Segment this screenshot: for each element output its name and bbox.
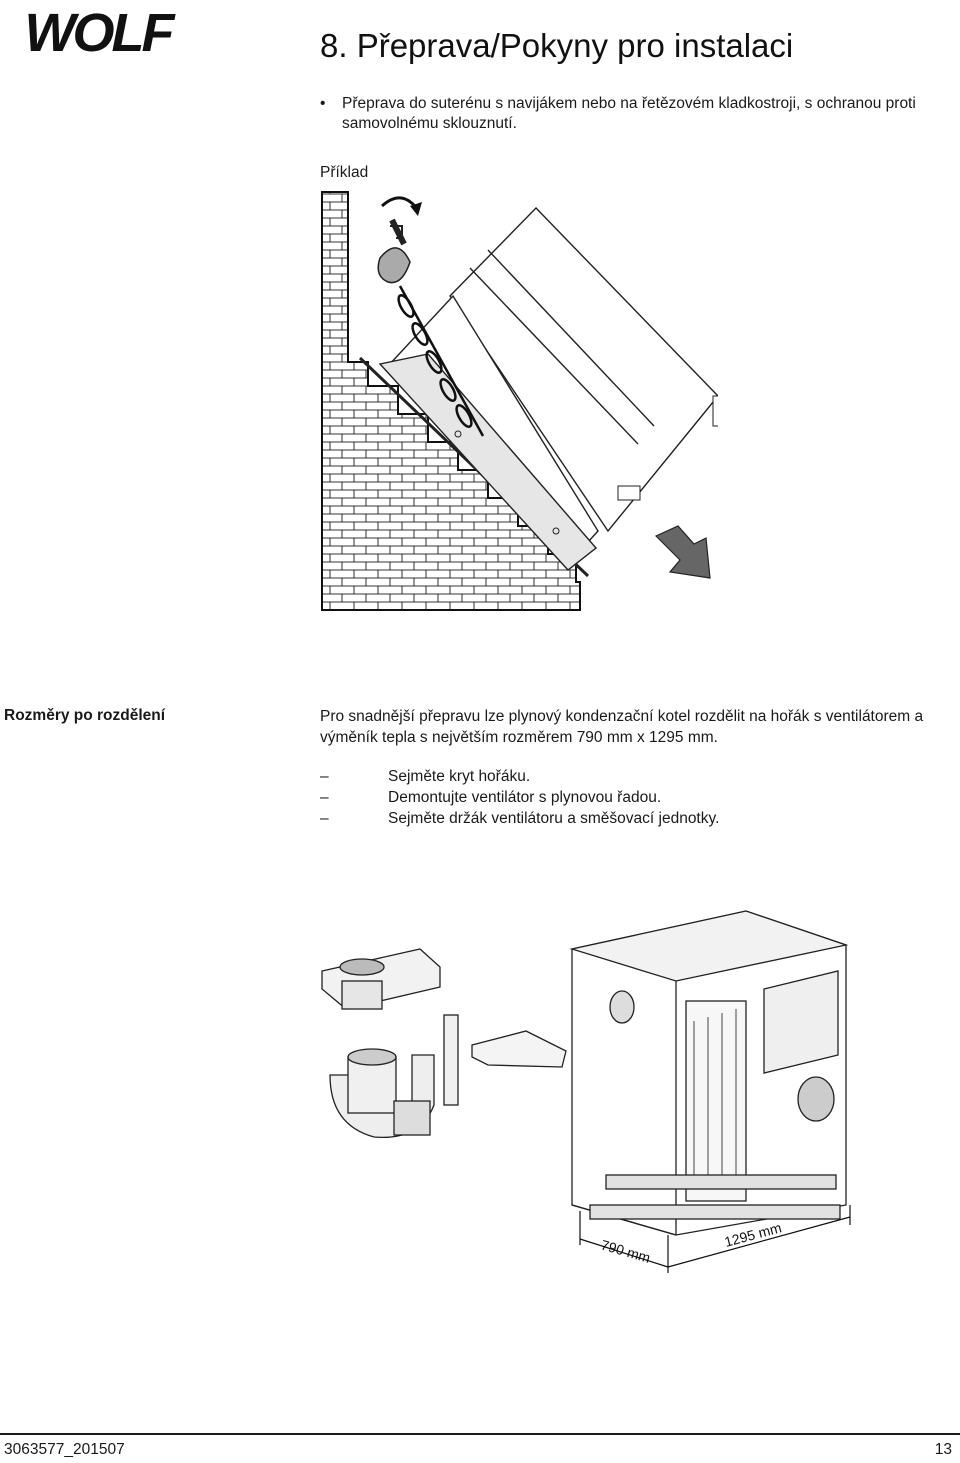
down-direction-arrow — [654, 525, 711, 579]
logo-wordmark: WOLF — [25, 6, 177, 58]
fan-bracket — [471, 1030, 567, 1068]
page-number: 13 — [934, 1441, 952, 1458]
dimensions-heading: Rozměry po rozdělení — [4, 707, 166, 724]
disassembly-steps: – Sejměte kryt hořáku. – Demontujte vent… — [320, 766, 956, 829]
bullet-symbol: • — [320, 95, 326, 112]
width-dimension-label: 790 mm — [599, 1237, 652, 1266]
list-item: – Sejměte kryt hořáku. — [320, 766, 956, 787]
transport-bullet-text: Přeprava do suterénu s navijákem nebo na… — [342, 95, 916, 132]
page-title: 8. Přeprava/Pokyny pro instalaci — [320, 27, 794, 64]
hoist-chain — [397, 285, 485, 437]
step-dash: – — [320, 789, 329, 806]
step-dash: – — [320, 768, 329, 785]
step-text: Sejměte kryt hořáku. — [388, 768, 531, 785]
stair-transport-illustration — [321, 191, 718, 611]
transport-bullet: • Přeprava do suterénu s navijákem nebo … — [320, 94, 940, 134]
footer-divider — [0, 1433, 960, 1435]
list-item: – Sejměte držák ventilátoru a směšovací … — [320, 808, 956, 829]
hoist-body — [377, 247, 411, 284]
step-dash: – — [320, 810, 329, 827]
step-text: Demontujte ventilátor s plynovou řadou. — [388, 789, 662, 806]
wolf-logo: WOLF — [4, 6, 192, 58]
boiler-base — [378, 353, 598, 571]
dimension-lines — [579, 1205, 851, 1273]
document-number: 3063577_201507 — [4, 1441, 125, 1458]
list-item: – Demontujte ventilátor s plynovou řadou… — [320, 787, 956, 808]
disassembled-boiler-illustration: 790 mm 1295 mm — [321, 910, 851, 1273]
example-label: Příklad — [320, 164, 369, 181]
step-text: Sejměte držák ventilátoru a směšovací je… — [388, 810, 720, 827]
dimensions-paragraph: Pro snadnější přepravu lze plynový konde… — [320, 708, 924, 746]
